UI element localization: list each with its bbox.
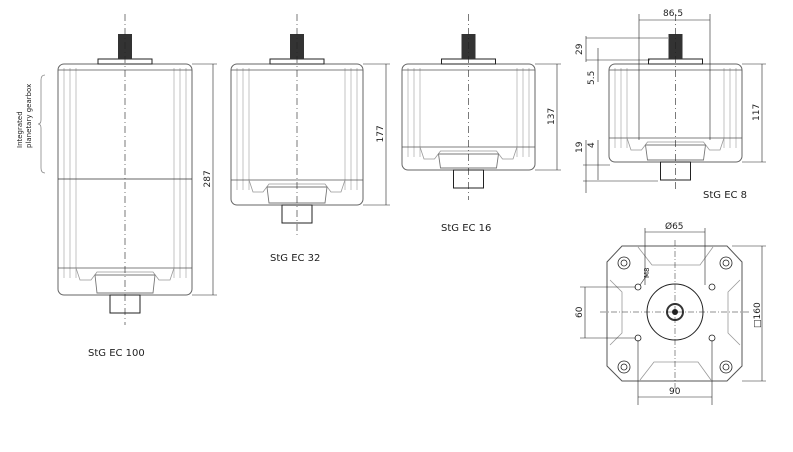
height-dim: 137	[547, 108, 557, 125]
output-stub	[281, 204, 313, 224]
height-dim: 177	[376, 125, 386, 142]
mounting-hole	[708, 283, 716, 291]
diameter-dim: Ø65	[665, 221, 684, 232]
hole-spacing-v-dim: 60	[575, 306, 585, 318]
bottom-view	[580, 228, 766, 405]
height-dim: 117	[752, 104, 762, 121]
height-dim: 287	[203, 170, 213, 187]
housing-outline	[606, 245, 743, 382]
motor-label: StG EC 32	[270, 253, 320, 264]
output-stub	[660, 161, 691, 181]
motor-label: StG EC 16	[441, 223, 491, 234]
annotation-line1: Integrated	[16, 111, 24, 148]
ec8-flange-dim: 5.5	[587, 71, 597, 85]
hole-spacing-h-dim: 90	[669, 387, 681, 397]
ec8-collar-dim: 4	[587, 142, 597, 148]
ec8-dimensions	[583, 14, 711, 193]
corner-screw	[617, 360, 631, 374]
corner-screw	[719, 256, 733, 270]
ec8-stub-dim: 19	[575, 141, 585, 153]
brace	[37, 74, 46, 174]
thread-label: M8	[643, 268, 651, 279]
ec8-width-dim: 86.5	[663, 9, 683, 19]
motor-label: StG EC 100	[88, 348, 145, 359]
gearbox-annotation: Integrated planetary gearbox	[16, 74, 46, 174]
corner-screw	[617, 256, 631, 270]
square-dim: □160	[753, 302, 763, 328]
ec8-shaft-dim: 29	[575, 43, 585, 55]
motor-label: StG EC 8	[703, 190, 747, 201]
annotation-line2: planetary gearbox	[25, 84, 33, 148]
corner-screw	[719, 360, 733, 374]
